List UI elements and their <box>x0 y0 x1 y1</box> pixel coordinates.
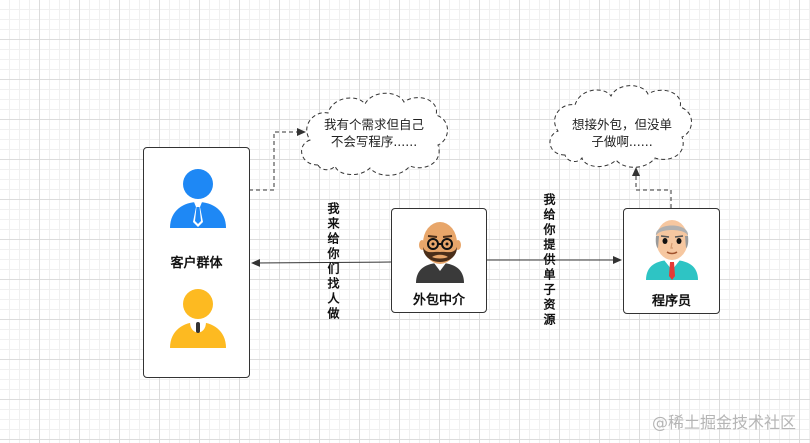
outsourcer-to-customers-text: 我来给你们找人做 <box>326 202 340 322</box>
customers-node[interactable]: 客户群体 <box>143 147 250 378</box>
programmer-thought-text: 想接外包，但没单 子做啊...... <box>566 116 678 150</box>
customers-to-cloud-connector <box>249 128 306 191</box>
programmer-to-cloud-connector <box>632 167 672 208</box>
outsourcer-node[interactable]: 外包中介 <box>391 208 487 313</box>
customer-thought-cloud <box>301 92 448 176</box>
programmer-thought-cloud <box>549 85 692 168</box>
programmer-icon <box>646 220 698 280</box>
bearded-man-icon <box>416 222 464 283</box>
yellow-customer-icon <box>170 289 226 348</box>
customer-thought-line2: 不会写程序...... <box>330 134 418 149</box>
programmer-node[interactable]: 程序员 <box>623 208 720 314</box>
outsourcer-to-programmer-text: 我给你提供单子资源 <box>542 193 556 328</box>
customer-thought-line1: 我有个需求但自己 <box>323 117 424 132</box>
programmer-thought-line2: 子做啊...... <box>591 134 653 149</box>
outsourcer-label: 外包中介 <box>412 293 465 308</box>
blue-customer-icon <box>170 169 226 228</box>
programmer-label: 程序员 <box>651 294 691 309</box>
customer-thought-text: 我有个需求但自己 不会写程序...... <box>318 116 430 150</box>
outsourcer-to-customers-arrow <box>251 258 392 267</box>
programmer-thought-line1: 想接外包，但没单 <box>571 117 672 132</box>
watermark: @稀土掘金技术社区 <box>651 413 796 432</box>
customers-label: 客户群体 <box>170 256 223 271</box>
